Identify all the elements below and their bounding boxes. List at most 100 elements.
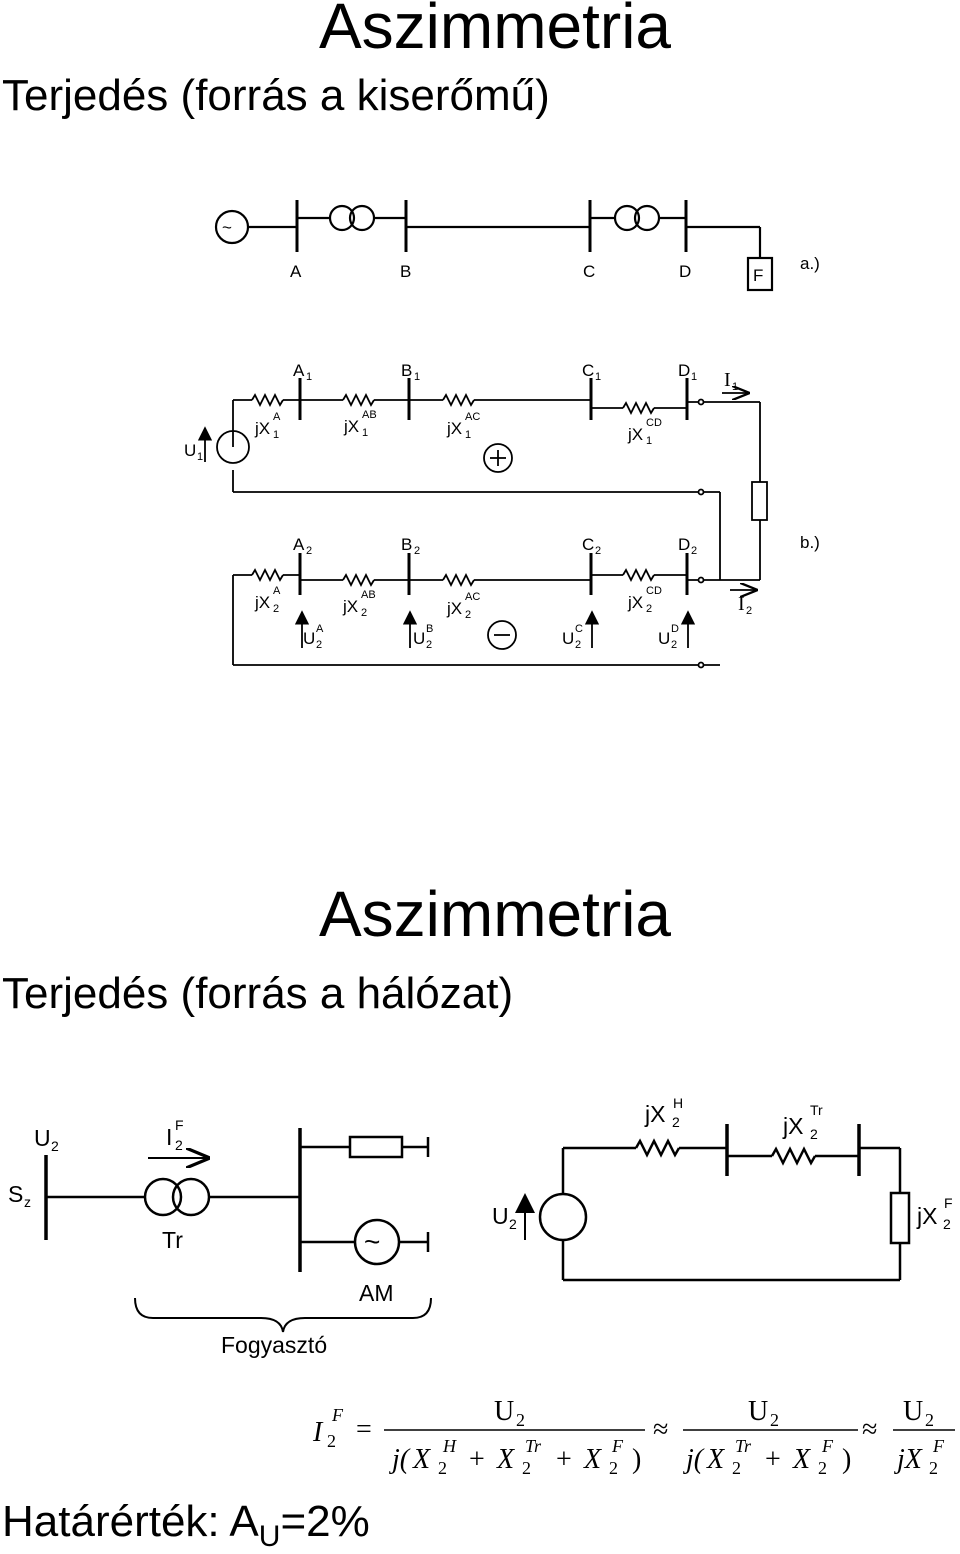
svg-text:2: 2 (925, 1410, 934, 1430)
fault-impedance (751, 481, 768, 521)
bus-label-d2: D (678, 535, 690, 554)
bus-voltage-label: U (34, 1125, 51, 1151)
svg-text:2: 2 (595, 545, 601, 557)
svg-text:1: 1 (732, 381, 738, 393)
reactance-label: jX (254, 593, 270, 612)
voltage-source-icon (538, 1192, 588, 1242)
bus-label-b: B (400, 262, 411, 281)
generator-icon (214, 209, 250, 245)
diagram-b: A 1 B 1 C 1 D 1 jX 1 A jX 1 AB jX 1 AC j… (184, 361, 820, 669)
svg-text:1: 1 (197, 451, 203, 463)
transformer-icon (613, 204, 641, 232)
svg-text:): ) (842, 1444, 851, 1475)
transformer-icon (143, 1177, 183, 1217)
svg-text:F: F (331, 1405, 344, 1425)
svg-text:2: 2 (732, 1458, 741, 1478)
svg-text:1: 1 (691, 371, 697, 383)
reactance-label: jX (644, 1101, 665, 1127)
svg-text:F: F (944, 1195, 953, 1211)
svg-text:2: 2 (646, 603, 652, 615)
bus-label-a2: A (293, 535, 305, 554)
denominator-j: j( (389, 1444, 411, 1475)
voltage-label: U (562, 629, 574, 648)
svg-text:AB: AB (361, 589, 376, 601)
svg-text:AB: AB (362, 409, 377, 421)
consumer-brace (134, 1297, 432, 1333)
svg-text:2: 2 (273, 603, 279, 615)
svg-text:2: 2 (306, 545, 312, 557)
svg-text:H: H (673, 1095, 683, 1111)
svg-text:2: 2 (929, 1458, 938, 1478)
bus-label-b1: B (401, 361, 412, 380)
slide2-title: Aszimmetria (318, 878, 672, 950)
equals-sign: = (356, 1414, 372, 1445)
bus-label-c1: C (582, 361, 594, 380)
svg-text:CD: CD (646, 417, 662, 429)
svg-text:A: A (273, 411, 281, 423)
svg-text:F: F (175, 1117, 184, 1133)
reactance-label: jX (916, 1203, 937, 1229)
svg-text:2: 2 (465, 609, 471, 621)
formula-lhs: I (312, 1417, 324, 1448)
bus-label-c2: C (582, 535, 594, 554)
reactance-label: jX (343, 417, 359, 436)
consumer-diagram: ~ U 2 S z I 2 F Tr AM Fogyasztó (8, 1117, 432, 1358)
approx-sign: ≈ (862, 1414, 877, 1445)
svg-text:2: 2 (746, 605, 752, 617)
reactance-label: jX (446, 419, 462, 438)
svg-text:2: 2 (175, 1137, 183, 1153)
svg-text:AC: AC (465, 591, 480, 603)
reactance-label: jX (782, 1113, 803, 1139)
reactance-label: jX (627, 593, 643, 612)
svg-text:Tr: Tr (810, 1102, 823, 1118)
svg-text:D: D (671, 623, 679, 635)
limit-label: Határérték: A (2, 1497, 259, 1546)
svg-text:1: 1 (646, 435, 652, 447)
source-voltage-label: U (184, 441, 196, 460)
voltage-label: U (303, 629, 315, 648)
svg-text:F: F (932, 1436, 945, 1456)
limit-number: =2% (280, 1497, 370, 1546)
minus-sign-icon (487, 620, 517, 650)
reactance-label: jX (342, 597, 358, 616)
svg-text:1: 1 (465, 429, 471, 441)
svg-text:F: F (611, 1436, 624, 1456)
bus-label-b2: B (401, 535, 412, 554)
limit-subscript: U (258, 1520, 281, 1553)
svg-text:1: 1 (362, 427, 368, 439)
svg-text:2: 2 (414, 545, 420, 557)
fault-box (746, 256, 774, 292)
svg-text:2: 2 (691, 545, 697, 557)
svg-text:2: 2 (609, 1458, 618, 1478)
svg-text:F: F (821, 1436, 834, 1456)
diagram-b-label: b.) (800, 533, 820, 552)
svg-text:2: 2 (316, 639, 322, 651)
transformer-label: Tr (162, 1227, 183, 1253)
diagram-a-label: a.) (800, 254, 820, 273)
motor-symbol: ~ (364, 1226, 380, 1257)
fault-impedance (889, 1191, 911, 1245)
svg-text:2: 2 (672, 1114, 680, 1130)
svg-text:U: U (903, 1396, 923, 1427)
svg-text:Tr: Tr (525, 1436, 542, 1456)
voltage-label: U (658, 629, 670, 648)
svg-text:2: 2 (522, 1458, 531, 1478)
svg-text:2: 2 (509, 1216, 517, 1232)
plus-sign-icon (483, 443, 513, 473)
svg-text:z: z (24, 1194, 31, 1210)
svg-text:2: 2 (818, 1458, 827, 1478)
svg-text:2: 2 (426, 639, 432, 651)
svg-text:C: C (575, 623, 583, 635)
transformer-icon (328, 204, 356, 232)
svg-text:X: X (496, 1444, 515, 1475)
svg-text:1: 1 (595, 371, 601, 383)
diagram-a: ~ A B C D F a.) (214, 200, 820, 292)
equivalent-circuit: U 2 jX 2 H jX 2 Tr jX 2 F (492, 1095, 953, 1282)
slide1-title: Aszimmetria (318, 0, 672, 62)
voltage-label: U (413, 629, 425, 648)
generator-symbol: ~ (222, 218, 232, 237)
svg-text:+: + (469, 1444, 485, 1475)
svg-text:jX: jX (894, 1444, 923, 1475)
svg-text:H: H (442, 1436, 457, 1456)
svg-text:AC: AC (465, 411, 480, 423)
